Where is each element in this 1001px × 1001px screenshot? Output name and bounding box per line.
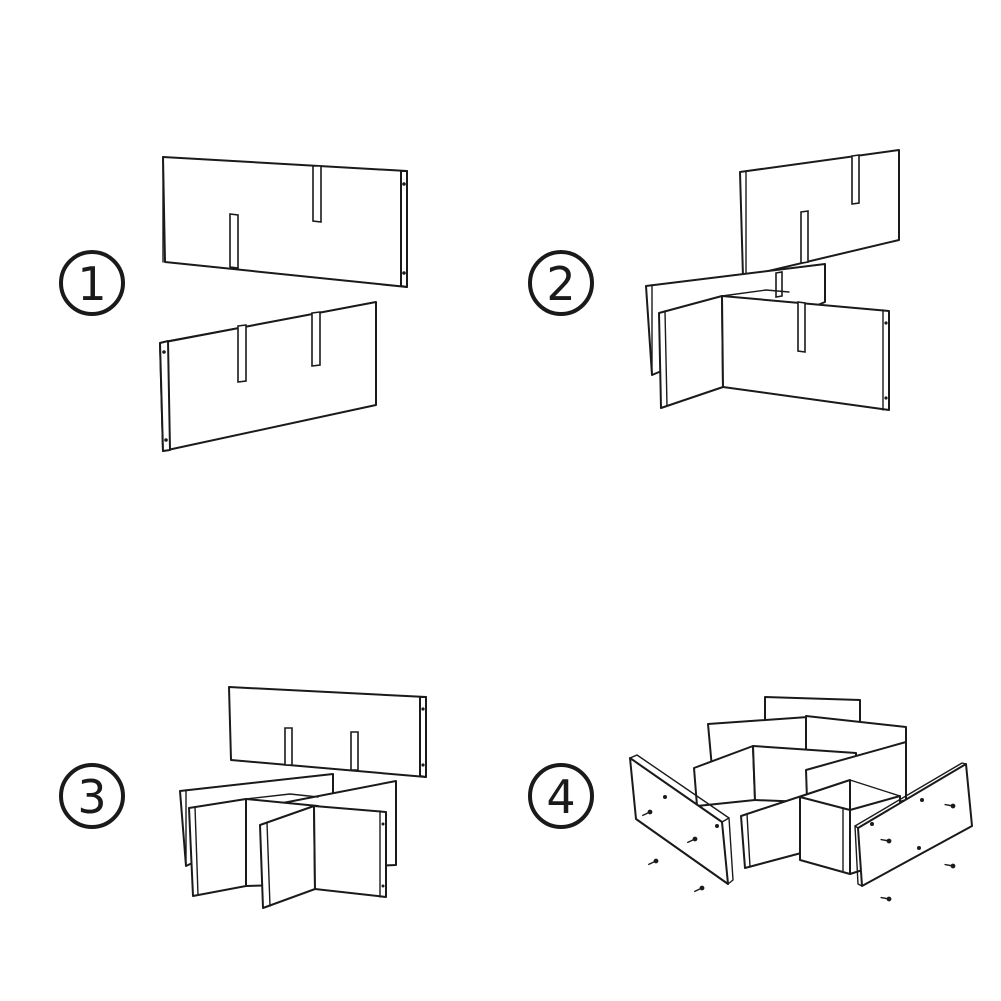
screw-icon [687, 836, 698, 844]
step-1-upper-panel [162, 156, 408, 288]
step-4: 4 [528, 696, 973, 902]
screw-icon [944, 863, 956, 869]
step-2-number: 2 [546, 257, 575, 311]
screw-icon [880, 896, 892, 902]
step-1-number: 1 [77, 257, 106, 311]
step-4-left-end-panel [629, 754, 734, 885]
step-4-badge: 4 [528, 763, 594, 829]
step-1: 1 [59, 156, 408, 452]
step-3-badge: 3 [59, 763, 125, 829]
step-4-number: 4 [546, 770, 575, 824]
screw-icon [944, 803, 956, 809]
step-3: 3 [59, 686, 427, 909]
step-2-cross-assembly [658, 289, 890, 411]
step-4-screws [642, 803, 956, 902]
step-3-top-panel [228, 686, 427, 778]
step-2-badge: 2 [528, 250, 594, 316]
step-3-number: 3 [77, 770, 106, 824]
step-2: 2 [528, 149, 900, 411]
step-1-badge: 1 [59, 250, 125, 316]
step-2-top-panel [739, 149, 900, 278]
screw-icon [694, 885, 705, 893]
screw-icon [642, 809, 653, 817]
step-1-lower-panel [159, 301, 377, 452]
screw-icon [648, 858, 659, 866]
step-3-grid-assembly [179, 773, 397, 909]
screw-icon [880, 838, 892, 844]
step-4-right-end-panel [854, 762, 973, 887]
